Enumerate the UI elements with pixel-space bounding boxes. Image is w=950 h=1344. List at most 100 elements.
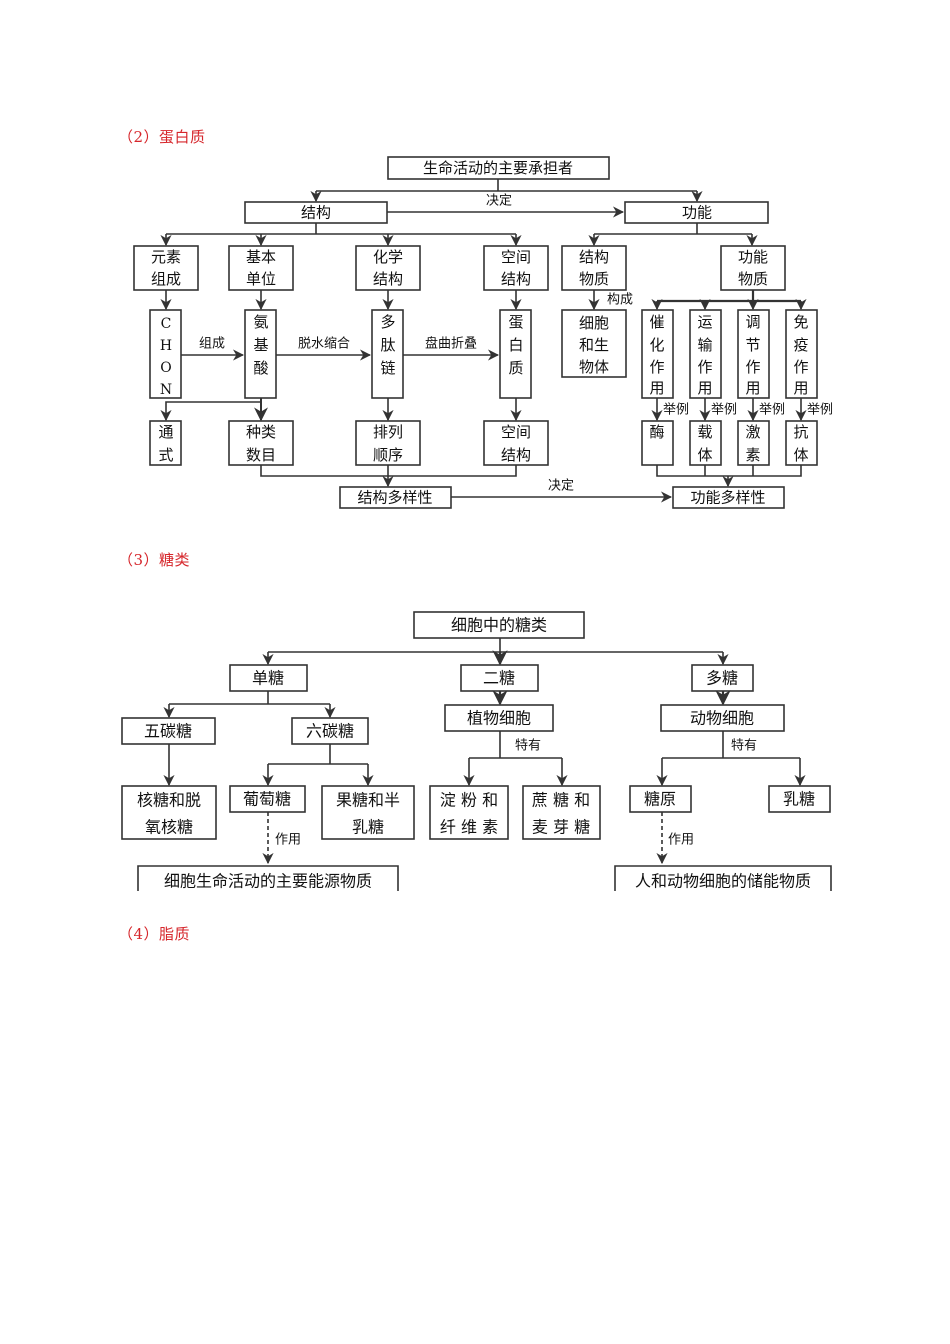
structure-text: 结构	[301, 204, 331, 222]
connector	[316, 179, 697, 192]
decide-label-2: 决定	[548, 479, 574, 494]
protein-box-1: 蛋	[508, 313, 523, 331]
functional-matter-text-1: 功能	[738, 248, 768, 266]
sequence-1: 排列	[373, 423, 403, 441]
connector	[594, 223, 752, 235]
fructose-box	[321, 785, 415, 840]
connector	[268, 744, 368, 765]
compose-label: 组成	[199, 337, 225, 352]
amino-acid-box	[244, 309, 277, 399]
sucrose-box	[522, 785, 601, 840]
specific-label: 特有	[515, 739, 541, 754]
arrow	[160, 401, 261, 422]
di-text: 二糖	[483, 669, 515, 688]
function-diversity-box	[672, 486, 785, 509]
chon-o: O	[160, 360, 171, 376]
sequence-2: 顺序	[373, 446, 403, 464]
example-hormone-box	[737, 420, 770, 466]
cell-body-3: 物体	[579, 358, 609, 376]
example-label: 举例	[711, 403, 737, 418]
fn-text: 用	[793, 379, 808, 397]
ribose-box	[121, 785, 217, 840]
fn-text: 作	[745, 358, 760, 376]
kind-number-2: 数目	[246, 446, 276, 464]
connector	[166, 223, 516, 235]
role-label: 作用	[275, 833, 301, 848]
structure-diversity-text: 结构多样性	[357, 489, 432, 507]
chem-structure-box	[355, 245, 421, 291]
poly-text: 多糖	[706, 669, 738, 688]
amino-acid-3: 酸	[253, 359, 268, 377]
example-carrier-2: 体	[697, 446, 712, 464]
protein-concept-map: 生命活动的主要承担者 结构 功能 决定 元素 组成 基本 单位 化学 结构 空间…	[133, 156, 833, 509]
energy-storage-text: 人和动物细胞的储能物质	[635, 872, 811, 891]
cell-body-2: 和生	[579, 336, 609, 354]
glycogen-box	[629, 785, 692, 813]
example-enzyme: 酶	[649, 423, 664, 441]
connector	[268, 638, 723, 653]
decide-label: 决定	[486, 194, 512, 209]
polypeptide-box	[371, 309, 404, 399]
pentose-text: 五碳糖	[144, 722, 192, 741]
connector	[662, 731, 800, 759]
general-formula-2: 式	[158, 446, 173, 464]
form-label: 构成	[607, 293, 633, 308]
cell-body-box	[561, 309, 627, 378]
fn-text: 调	[745, 313, 760, 331]
energy-source-box	[137, 865, 399, 891]
energy-storage-box	[614, 865, 832, 891]
sugar-root-text: 细胞中的糖类	[451, 616, 547, 635]
glycogen-text: 糖原	[644, 790, 676, 809]
chem-structure-text-1: 化学	[373, 248, 403, 266]
fn-text: 作	[649, 358, 664, 376]
fructose-1: 果糖和半	[336, 791, 400, 810]
function-immunity: 免 疫 作 用	[785, 309, 818, 399]
space-structure-text-2: 结构	[501, 270, 531, 288]
elements-text-2: 组成	[151, 270, 181, 288]
section-heading-sugar: （3）糖类	[118, 551, 191, 569]
space-structure2-1: 空间	[501, 423, 531, 441]
hexose-text: 六碳糖	[306, 722, 354, 741]
poly-box	[691, 664, 754, 692]
specific-label-2: 特有	[731, 739, 757, 754]
cell-body-1: 细胞	[579, 314, 609, 332]
structural-matter-text-2: 物质	[579, 270, 609, 288]
hexose-box	[291, 717, 369, 745]
functional-matter-text-2: 物质	[738, 270, 768, 288]
mono-box	[229, 664, 308, 692]
section-heading-lipid: （4）脂质	[118, 925, 191, 943]
connector	[657, 290, 801, 303]
sucrose-1: 蔗 糖 和	[532, 791, 590, 810]
fn-text: 用	[649, 379, 664, 397]
example-label: 举例	[759, 403, 785, 418]
ribose-1: 核糖和脱	[137, 791, 201, 810]
space-structure2-2: 结构	[501, 446, 531, 464]
example-label: 举例	[807, 403, 833, 418]
structural-matter-text-1: 结构	[579, 248, 609, 266]
glucose-box	[229, 785, 306, 813]
polypeptide-1: 多	[380, 313, 395, 331]
protein-box	[499, 309, 532, 399]
function-transport: 运 输 作 用	[689, 309, 722, 399]
kind-number-1: 种类	[246, 423, 276, 441]
role-label-2: 作用	[668, 833, 694, 848]
fn-text: 输	[697, 336, 712, 354]
plant-cell-text: 植物细胞	[467, 709, 531, 728]
example-antibody-2: 体	[793, 446, 808, 464]
starch-1: 淀 粉 和	[440, 791, 498, 810]
sucrose-2: 麦 芽 糖	[532, 818, 590, 837]
functional-matter-box	[720, 245, 786, 291]
ribose-2: 氧核糖	[145, 818, 193, 837]
polypeptide-2: 肽	[380, 336, 395, 354]
fructose-2: 乳糖	[352, 818, 384, 837]
chon-box	[149, 309, 182, 399]
starch-box	[429, 785, 509, 840]
function-text: 功能	[682, 204, 712, 222]
protein-box-3: 质	[508, 359, 523, 377]
fn-text: 免	[793, 313, 808, 331]
chon-n: N	[160, 382, 172, 398]
function-regulation: 调 节 作 用	[737, 309, 770, 399]
starch-2: 纤 维 素	[440, 818, 498, 837]
function-catalysis: 催 化 作 用	[641, 309, 674, 399]
example-hormone-1: 激	[745, 423, 760, 441]
